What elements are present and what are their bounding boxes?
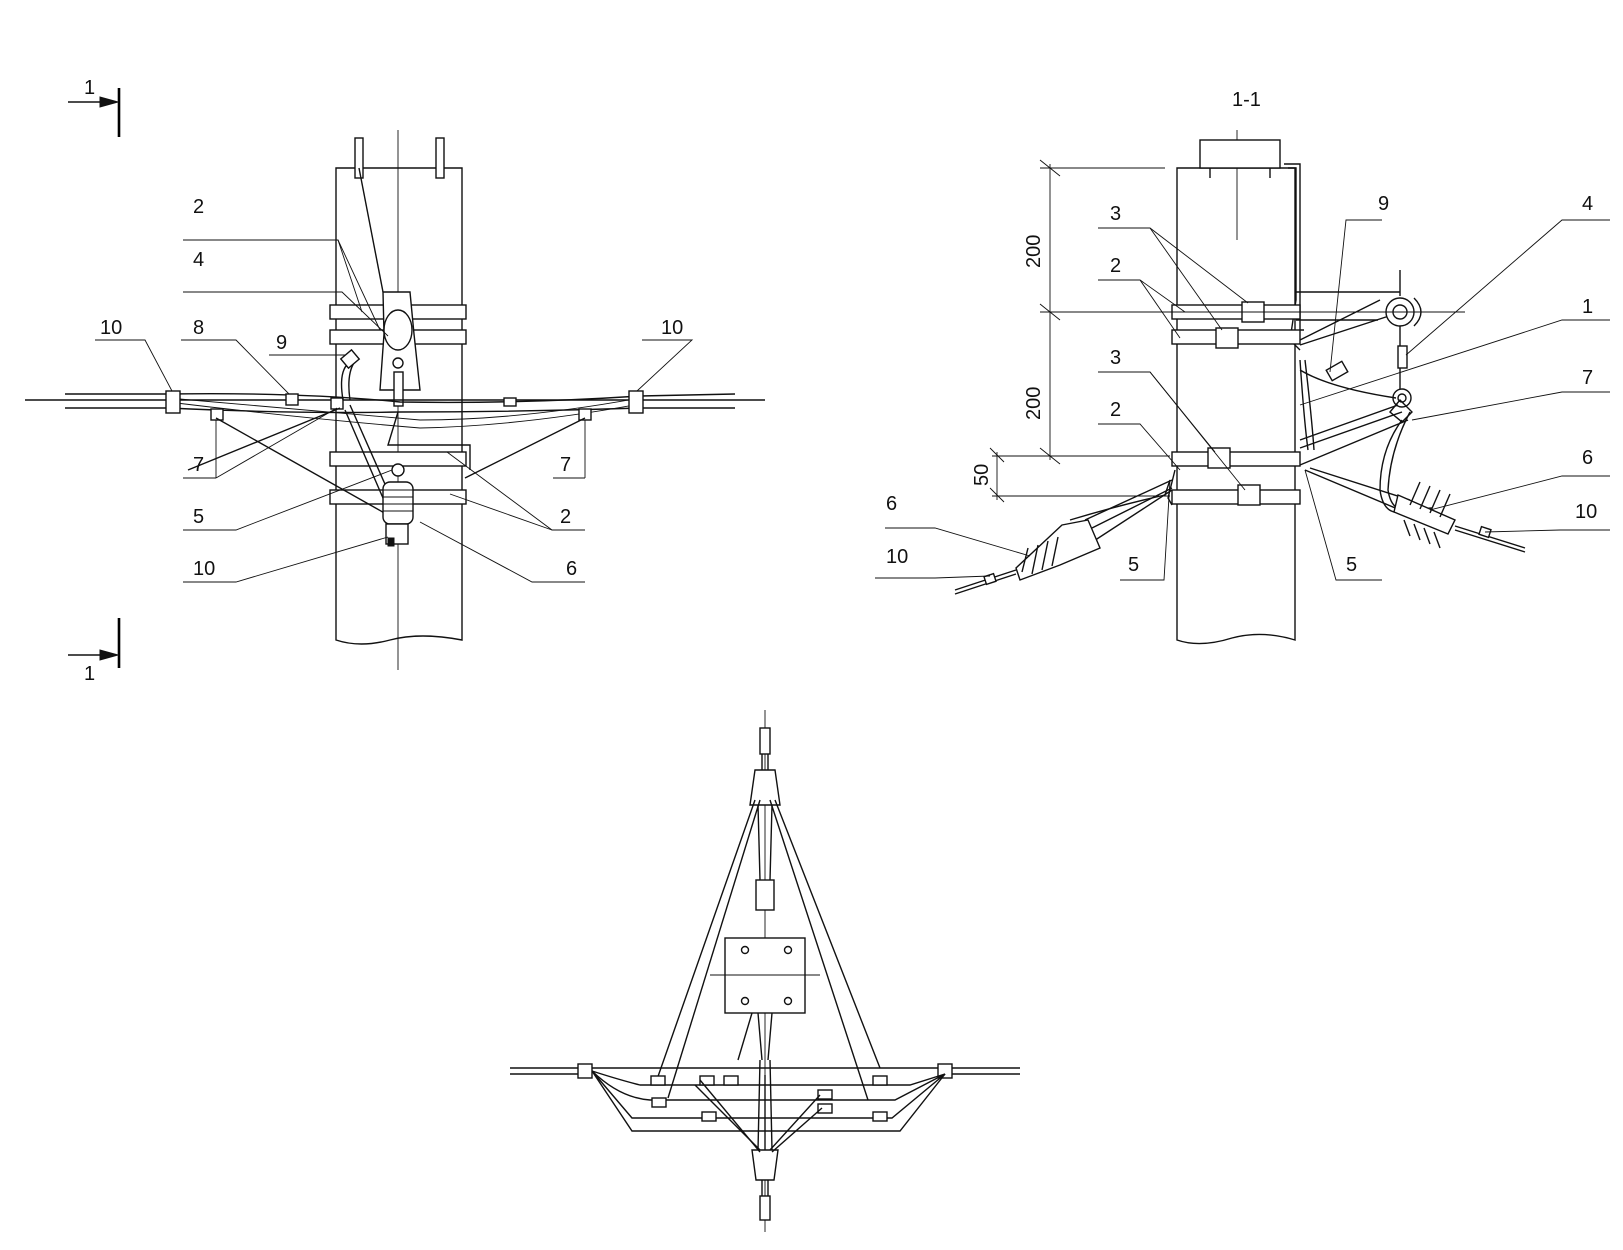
label-7: 7 bbox=[193, 454, 204, 476]
label-6: 6 bbox=[1582, 447, 1593, 469]
label-5: 5 bbox=[1128, 554, 1139, 576]
label-9: 9 bbox=[1378, 193, 1389, 215]
label-3: 3 bbox=[1110, 347, 1121, 369]
label-10: 10 bbox=[1575, 501, 1597, 523]
label-10: 10 bbox=[193, 558, 215, 580]
label-10: 10 bbox=[886, 546, 908, 568]
label-10: 10 bbox=[661, 317, 683, 339]
pole bbox=[335, 167, 463, 645]
dimension-200-lower: 200 bbox=[1023, 387, 1045, 420]
label-5: 5 bbox=[193, 506, 204, 528]
insulator-right bbox=[1393, 481, 1526, 553]
pole-cap bbox=[1199, 139, 1281, 169]
label-2: 2 bbox=[1110, 255, 1121, 277]
cable-clamp bbox=[628, 390, 644, 414]
cable-clamp bbox=[165, 390, 181, 414]
band bbox=[1171, 451, 1301, 467]
mounting-plate bbox=[724, 937, 806, 1014]
label-5: 5 bbox=[1346, 554, 1357, 576]
section-title: 1-1 bbox=[1232, 89, 1261, 111]
label-9: 9 bbox=[276, 332, 287, 354]
label-10: 10 bbox=[100, 317, 122, 339]
label-3: 3 bbox=[1110, 203, 1121, 225]
dimension-50: 50 bbox=[971, 464, 993, 486]
insulator bbox=[382, 481, 414, 525]
dimension-200-upper: 200 bbox=[1023, 235, 1045, 268]
section-mark-label: 1 bbox=[84, 77, 95, 99]
label-7: 7 bbox=[560, 454, 571, 476]
label-2: 2 bbox=[560, 506, 571, 528]
pole bbox=[1176, 167, 1296, 645]
insulator-left bbox=[954, 469, 1176, 595]
label-6: 6 bbox=[566, 558, 577, 580]
label-2: 2 bbox=[193, 196, 204, 218]
label-4: 4 bbox=[193, 249, 204, 271]
dimension-lines: 200 200 50 bbox=[971, 159, 1170, 503]
plan-view bbox=[510, 710, 1020, 1232]
label-8: 8 bbox=[193, 317, 204, 339]
section-mark-label: 1 bbox=[84, 663, 95, 685]
section-marker-top: 1 bbox=[68, 77, 121, 137]
band bbox=[1171, 489, 1301, 505]
label-6: 6 bbox=[886, 493, 897, 515]
front-view: 2 4 10 8 9 10 7 7 5 2 10 6 bbox=[25, 130, 765, 670]
label-1: 1 bbox=[1582, 296, 1593, 318]
label-7: 7 bbox=[1582, 367, 1593, 389]
section-marker-bottom: 1 bbox=[68, 618, 121, 685]
side-view: 1-1 bbox=[875, 89, 1610, 645]
label-4: 4 bbox=[1582, 193, 1593, 215]
label-2: 2 bbox=[1110, 399, 1121, 421]
